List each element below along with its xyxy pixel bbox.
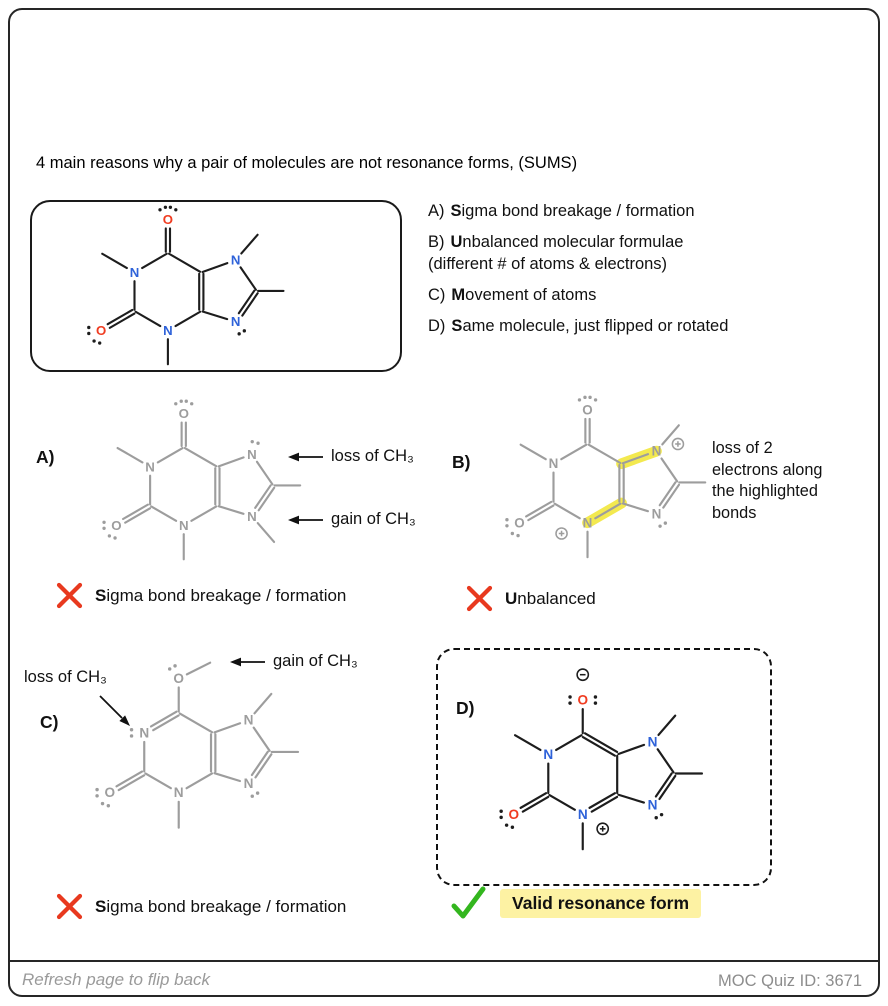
- reason-prefix: A): [428, 202, 445, 220]
- svg-text:N: N: [652, 444, 662, 459]
- reason-item-a: A) Sigma bond breakage / formation: [428, 202, 876, 221]
- panel-d-verdict: Valid resonance form: [450, 886, 702, 920]
- svg-text:N: N: [139, 725, 149, 740]
- svg-text:N: N: [578, 807, 588, 822]
- panel-c-label: C): [40, 712, 59, 732]
- svg-text:N: N: [231, 253, 241, 268]
- svg-text:O: O: [509, 807, 520, 822]
- svg-text:N: N: [583, 515, 593, 530]
- svg-text:O: O: [111, 518, 121, 533]
- annotation-text: loss of CH₃: [24, 668, 107, 686]
- left-arrow-icon: [288, 515, 323, 524]
- svg-text:N: N: [231, 314, 241, 329]
- x-mark-icon: [56, 893, 83, 920]
- svg-text:N: N: [244, 776, 254, 791]
- svg-text:N: N: [174, 785, 184, 800]
- svg-text:O: O: [577, 693, 588, 708]
- footer-quiz-id: MOC Quiz ID: 3671: [718, 972, 862, 990]
- svg-text:O: O: [179, 406, 189, 421]
- panel-d-dashed-box: [436, 648, 772, 886]
- svg-text:O: O: [104, 785, 115, 800]
- molecule-c-gray: N N N N O O: [95, 661, 300, 829]
- svg-text:N: N: [244, 713, 254, 728]
- verdict-text: Sigma bond breakage / formation: [95, 897, 346, 917]
- svg-text:N: N: [145, 459, 155, 474]
- verdict-keyletter: S: [95, 896, 107, 916]
- reference-molecule-box: [30, 200, 402, 372]
- svg-text:N: N: [247, 509, 257, 524]
- svg-text:N: N: [179, 518, 189, 533]
- svg-text:N: N: [648, 734, 658, 749]
- reason-note: (different # of atoms & electrons): [428, 255, 668, 273]
- card-border: [8, 8, 880, 997]
- reason-text: igma bond breakage / formation: [461, 202, 695, 220]
- annotation-text: gain of CH₃: [331, 510, 416, 528]
- x-mark-icon: [56, 582, 83, 609]
- verdict-rest: igma bond breakage / formation: [106, 585, 347, 605]
- caffeine-structure-main: N N N N O O: [87, 205, 285, 366]
- svg-text:O: O: [96, 323, 106, 338]
- svg-text:O: O: [514, 515, 524, 530]
- x-mark-icon: [466, 585, 493, 612]
- footer-divider: [9, 960, 879, 962]
- reason-keyletter: S: [450, 202, 462, 220]
- reasons-list: A) Sigma bond breakage / formation B) Unba…: [428, 202, 876, 336]
- valid-resonance-label: Valid resonance form: [500, 888, 702, 918]
- diagonal-arrow-icon: [99, 695, 130, 726]
- check-mark-icon: [451, 886, 486, 919]
- molecule-a-gray: N N N N O O: [102, 399, 302, 561]
- reason-text: nbalanced molecular formulae: [462, 233, 684, 251]
- reason-text: ame molecule, just flipped or rotated: [462, 317, 729, 335]
- annotation-text: loss of CH₃: [331, 447, 414, 465]
- svg-text:O: O: [173, 671, 184, 686]
- reason-text: ovement of atoms: [465, 286, 597, 304]
- footer-flip-hint: Refresh page to flip back: [22, 970, 211, 989]
- panel-a-verdict: Sigma bond breakage / formation: [56, 582, 346, 609]
- panel-b-label: B): [452, 452, 471, 472]
- svg-text:N: N: [543, 747, 553, 762]
- panel-c-verdict: Sigma bond breakage / formation: [56, 893, 346, 920]
- svg-text:N: N: [549, 456, 559, 471]
- annotation-c-gain: gain of CH₃: [230, 652, 358, 671]
- reason-keyletter: S: [451, 317, 463, 335]
- svg-text:N: N: [648, 798, 658, 813]
- molecule-d-resonance-form: N N N N O O: [499, 668, 704, 851]
- annotation-a-gain: gain of CH₃: [288, 510, 416, 529]
- verdict-text: Sigma bond breakage / formation: [95, 586, 346, 606]
- panel-b-verdict: Unbalanced: [466, 585, 596, 612]
- page-title: 4 main reasons why a pair of molecules a…: [36, 154, 578, 172]
- reason-item-d: D) Same molecule, just flipped or rotated: [428, 317, 876, 336]
- svg-text:N: N: [163, 323, 173, 338]
- reason-item-c: C) Movement of atoms: [428, 286, 876, 305]
- annotation-text: gain of CH₃: [273, 652, 358, 670]
- reason-item-b: B) Unbalanced molecular formulae (differe…: [428, 233, 876, 274]
- molecule-b-gray-highlighted: N N N N O O: [505, 395, 707, 559]
- svg-text:N: N: [130, 265, 140, 280]
- annotation-a-loss: loss of CH₃: [288, 447, 414, 466]
- annotation-b-note: loss of 2 electrons along the highlighte…: [712, 439, 823, 522]
- reason-keyletter: U: [450, 233, 463, 251]
- svg-text:O: O: [582, 402, 592, 417]
- svg-text:O: O: [163, 212, 173, 227]
- svg-text:N: N: [652, 506, 662, 521]
- reason-prefix: C): [428, 286, 446, 304]
- reason-prefix: D): [428, 317, 446, 335]
- verdict-rest: igma bond breakage / formation: [106, 896, 347, 916]
- left-arrow-icon: [230, 657, 265, 666]
- reason-prefix: B): [428, 233, 445, 251]
- svg-text:N: N: [247, 447, 257, 462]
- reason-keyletter: M: [451, 286, 466, 304]
- left-arrow-icon: [288, 452, 323, 461]
- panel-d-label: D): [456, 698, 475, 718]
- verdict-keyletter: U: [505, 588, 518, 608]
- verdict-text: Unbalanced: [505, 589, 596, 609]
- annotation-c-loss: loss of CH₃: [24, 668, 107, 687]
- panel-a-label: A): [36, 447, 55, 467]
- verdict-keyletter: S: [95, 585, 107, 605]
- verdict-rest: nbalanced: [517, 588, 596, 608]
